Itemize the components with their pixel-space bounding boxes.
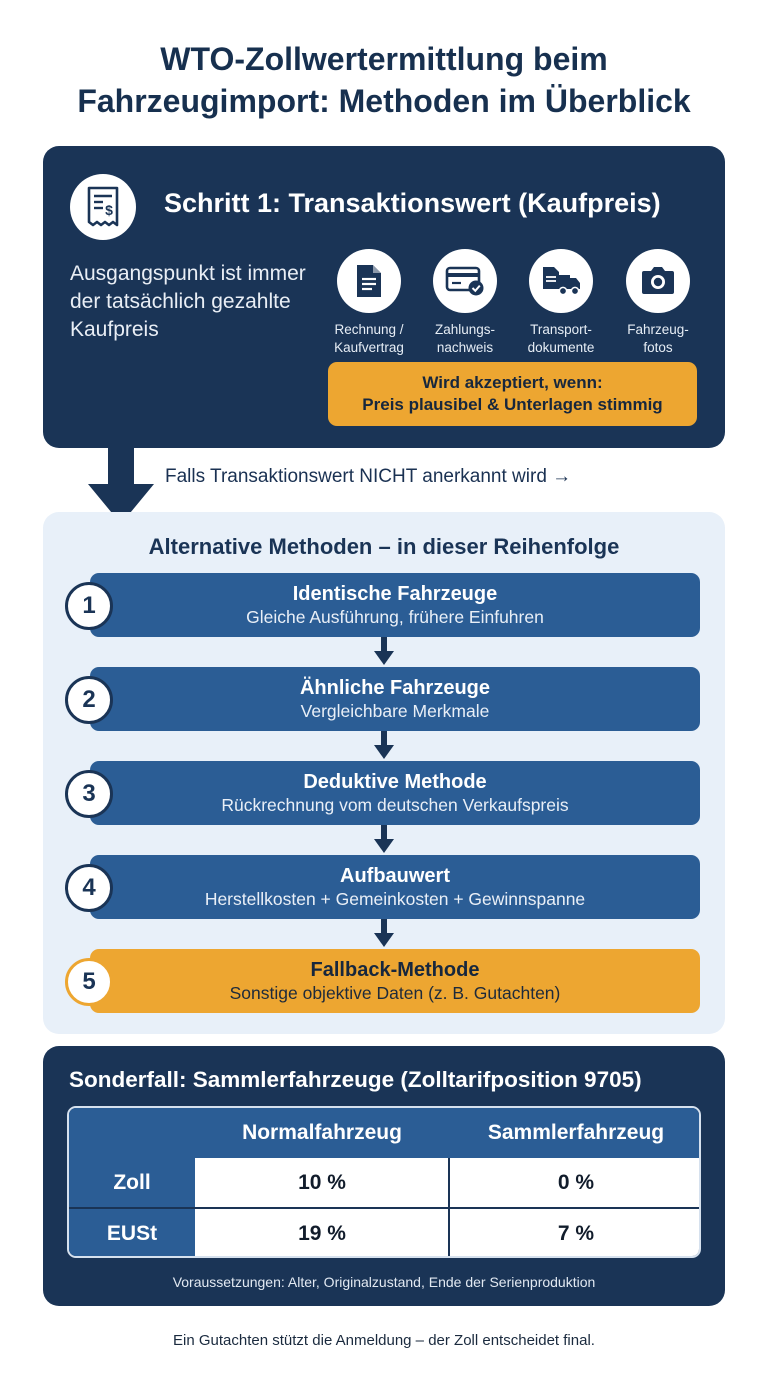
page-title-line1: WTO-Zollwertermittlung beim xyxy=(160,41,608,77)
method-box-5: Fallback-Methode Sonstige objektive Date… xyxy=(90,949,700,1013)
doc-label: Rechnung / Kaufvertrag xyxy=(334,322,404,355)
doc-transport: Transport- dokumente xyxy=(511,249,611,357)
footer-note: Ein Gutachten stützt die Anmeldung – der… xyxy=(173,1332,595,1349)
doc-photos: Fahrzeug- fotos xyxy=(608,249,708,357)
step1-panel: $ Schritt 1: Transaktionswert (Kaufpreis… xyxy=(43,146,725,448)
method-box-2: Ähnliche Fahrzeuge Vergleichbare Merkmal… xyxy=(90,667,700,731)
method-subtitle: Sonstige objektive Daten (z. B. Gutachte… xyxy=(229,983,561,1003)
alternative-methods-panel: Alternative Methoden – in dieser Reihenf… xyxy=(43,512,725,1034)
method-subtitle: Herstellkosten + Gemeinkosten + Gewinnsp… xyxy=(204,889,586,909)
doc-label: Zahlungs- nachweis xyxy=(434,322,496,355)
step1-description: Ausgangspunkt ist immer der tatsächlich … xyxy=(70,262,306,341)
method-number-badge: 3 xyxy=(65,770,113,818)
special-case-title: Sonderfall: Sammlerfahrzeuge (Zolltarifp… xyxy=(69,1067,642,1092)
down-arrow-icon xyxy=(88,448,154,524)
arrow-down-icon xyxy=(374,637,394,665)
duty-table: Normalfahrzeug Sammlerfahrzeug Zoll 10 %… xyxy=(67,1106,701,1258)
method-box-1: Identische Fahrzeuge Gleiche Ausführung,… xyxy=(90,573,700,637)
method-number-badge: 1 xyxy=(65,582,113,630)
camera-icon xyxy=(626,249,690,313)
table-row-label-eust: EUSt xyxy=(69,1208,195,1256)
conditions-text: Voraussetzungen: Alter, Originalzustand,… xyxy=(172,1274,596,1290)
method-title: Fallback-Methode xyxy=(310,959,480,981)
special-case-panel: Sonderfall: Sammlerfahrzeuge (Zolltarifp… xyxy=(43,1046,725,1306)
doc-label: Transport- dokumente xyxy=(527,322,595,355)
method-box-4: Aufbauwert Herstellkosten + Gemeinkosten… xyxy=(90,855,700,919)
method-box-3: Deduktive Methode Rückrechnung vom deuts… xyxy=(90,761,700,825)
method-number-badge: 4 xyxy=(65,864,113,912)
method-title: Deduktive Methode xyxy=(303,771,487,793)
method-subtitle: Vergleichbare Merkmale xyxy=(300,701,490,721)
arrow-down-icon xyxy=(374,825,394,853)
transition-text: Falls Transaktionswert NICHT anerkannt w… xyxy=(165,466,572,487)
table-header-empty xyxy=(69,1108,195,1158)
method-title: Aufbauwert xyxy=(340,865,450,887)
table-cell: 0 % xyxy=(449,1158,699,1208)
alternative-methods-title: Alternative Methoden – in dieser Reihenf… xyxy=(148,534,620,559)
page-title: WTO-Zollwertermittlung beim Fahrzeugimpo… xyxy=(0,38,768,122)
method-title: Ähnliche Fahrzeuge xyxy=(299,677,491,699)
acceptance-criteria: Wird akzeptiert, wenn: Preis plausibel &… xyxy=(328,362,697,426)
receipt-icon: $ xyxy=(70,174,136,240)
method-number-badge: 5 xyxy=(65,958,113,1006)
document-icon xyxy=(337,249,401,313)
step1-title: Schritt 1: Transaktionswert (Kaufpreis) xyxy=(164,188,661,218)
method-title: Identische Fahrzeuge xyxy=(292,583,498,605)
svg-text:$: $ xyxy=(105,202,113,218)
table-header-normal: Normalfahrzeug xyxy=(195,1108,449,1158)
table-header-collector: Sammlerfahrzeug xyxy=(449,1108,699,1158)
table-cell: 7 % xyxy=(449,1208,699,1256)
table-cell: 10 % xyxy=(195,1158,449,1208)
table-divider xyxy=(69,1207,699,1209)
doc-payment: Zahlungs- nachweis xyxy=(415,249,515,357)
doc-invoice: Rechnung / Kaufvertrag xyxy=(319,249,419,357)
arrow-down-icon xyxy=(374,919,394,947)
doc-label: Fahrzeug- fotos xyxy=(627,322,689,355)
acceptance-line1: Wird akzeptiert, wenn: xyxy=(422,373,603,392)
credit-card-check-icon xyxy=(433,249,497,313)
arrow-down-icon xyxy=(374,731,394,759)
acceptance-line2: Preis plausibel & Unterlagen stimmig xyxy=(362,395,663,414)
table-cell: 19 % xyxy=(195,1208,449,1256)
method-subtitle: Gleiche Ausführung, frühere Einfuhren xyxy=(246,607,544,627)
method-number-badge: 2 xyxy=(65,676,113,724)
page-title-line2: Fahrzeugimport: Methoden im Überblick xyxy=(77,83,691,119)
table-row-label-zoll: Zoll xyxy=(69,1158,195,1208)
method-subtitle: Rückrechnung vom deutschen Verkaufspreis xyxy=(221,795,569,815)
truck-document-icon xyxy=(529,249,593,313)
